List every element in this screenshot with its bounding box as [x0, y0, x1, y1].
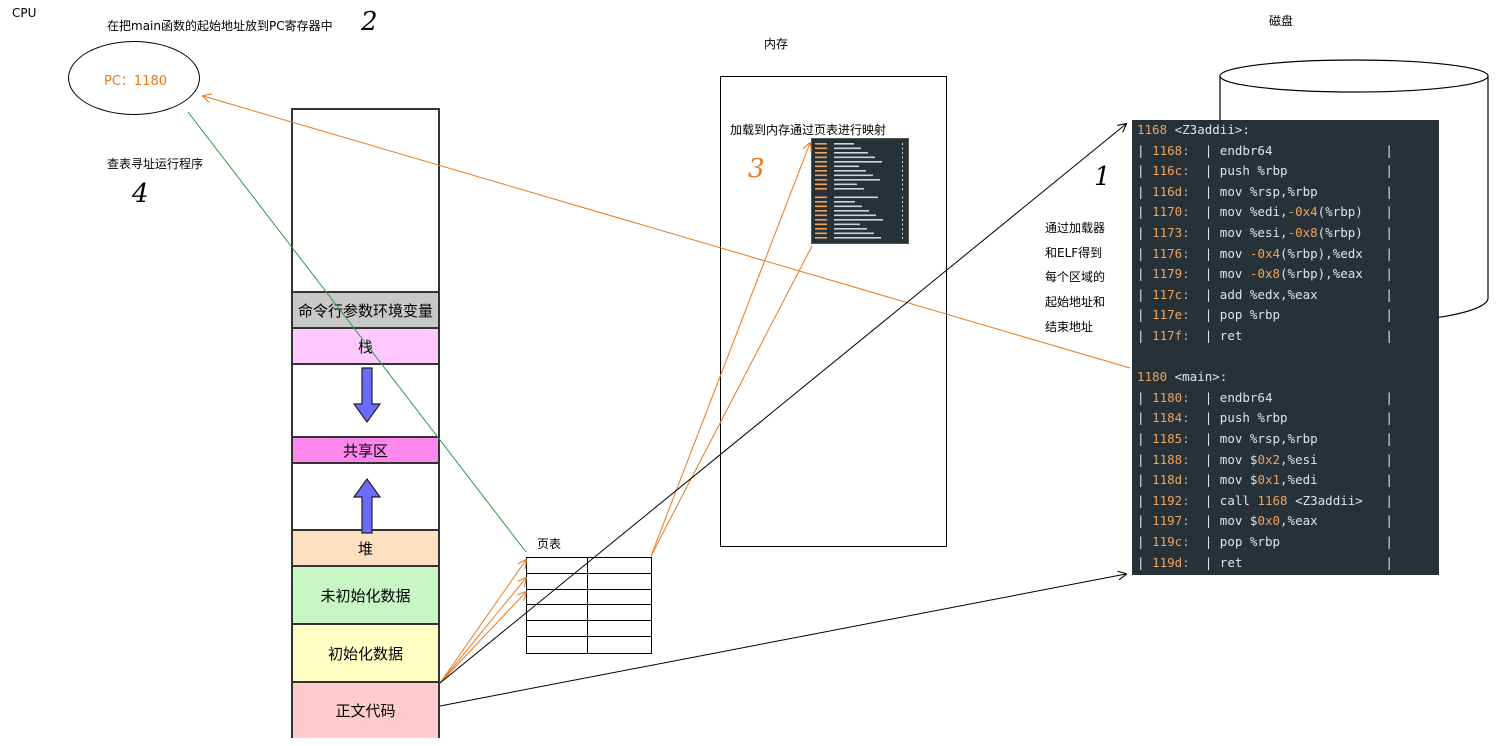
step2-text: 在把main函数的起始地址放到PC寄存器中 [107, 19, 333, 33]
address-space-column: 命令行参数环境变量栈共享区堆未初始化数据初始化数据正文代码 [291, 108, 440, 738]
code-row: | 1188: | mov $0x2,%esi | [1137, 451, 1393, 467]
page-table-cell [588, 621, 651, 638]
step3-text: 加载到内存通过页表进行映射 [730, 123, 887, 137]
segment-4: 共享区 [293, 436, 438, 462]
code-row: | 117f: | ret | [1137, 328, 1393, 343]
code-row: | 119c: | pop %rbp | [1137, 534, 1393, 549]
segment-0 [293, 110, 438, 291]
code-row: | 119d: | ret | [1137, 554, 1393, 570]
text-to-pagetable-arrow-1 [439, 560, 526, 684]
code-row: | 1184: | push %rbp | [1137, 410, 1393, 426]
page-table-cell [527, 589, 588, 606]
segment-2: 栈 [293, 327, 438, 363]
stack-grows-down-arrow [352, 367, 382, 424]
memory-label: 内存 [764, 37, 789, 51]
disassembly-panel: 1168 <Z3addii>: | 1168: | endbr64 | | 116c… [1132, 120, 1439, 575]
step1-line-5: 结束地址 [1045, 320, 1094, 334]
step1-line-4: 起始地址和 [1045, 295, 1106, 309]
page-table-cell [588, 574, 651, 590]
code-row: | 1176: | mov -0x4(%rbp),%edx | [1137, 245, 1393, 261]
segment-9: 正文代码 [293, 681, 438, 738]
step2-number: 2 [361, 7, 378, 37]
code-row: | 118d: | mov $0x1,%edi | [1137, 472, 1393, 488]
code-row: | 1168: | endbr64 | [1137, 142, 1393, 158]
step1-line-2: 和ELF得到 [1045, 246, 1103, 260]
code-row: | 1173: | mov %esi,-0x8(%rbp) | [1137, 225, 1393, 240]
code-row: | 1170: | mov %edi,-0x4(%rbp) | [1137, 204, 1393, 220]
code-row: | 116d: | mov %rsp,%rbp | [1137, 183, 1393, 199]
page-table-cell [527, 605, 588, 622]
cpu-label: CPU [12, 6, 37, 20]
segment-7: 未初始化数据 [293, 565, 438, 623]
page-table-cell [588, 605, 651, 622]
code-row: | 1185: | mov %rsp,%rbp | [1137, 431, 1393, 446]
mini-code-lines [815, 143, 903, 239]
heap-grows-up-arrow [352, 477, 382, 534]
step4-number: 4 [132, 179, 149, 209]
text-to-pagetable-arrow-3 [439, 592, 526, 684]
pc-register-ellipse [68, 41, 200, 115]
loaded-code-thumbnail [811, 138, 909, 244]
code-row: | 117c: | add %edx,%eax | [1137, 286, 1393, 302]
segment-8: 初始化数据 [293, 623, 438, 681]
step1-line-1: 通过加载器 [1045, 221, 1106, 235]
code-row: | 1197: | mov $0x0,%eax | [1137, 513, 1393, 529]
page-table-cell [527, 573, 588, 590]
page-table-cell [527, 637, 588, 653]
page-table-cell [527, 558, 588, 574]
step4-text: 查表寻址运行程序 [107, 157, 204, 171]
step3-number: 3 [748, 154, 765, 184]
disk-label: 磁盘 [1269, 14, 1294, 28]
step1-line-3: 每个区域的 [1045, 270, 1106, 284]
code-row: | 1192: | call 1168 <Z3addii> | [1137, 492, 1393, 508]
page-table-label: 页表 [537, 537, 562, 551]
code-header-0: 1168 <Z3addii>: [1137, 122, 1250, 137]
page-table-cell [588, 590, 651, 606]
page-table-cell [588, 637, 651, 653]
code-header-1: 1180 <main>: [1137, 369, 1228, 385]
code-row: | 117e: | pop %rbp | [1137, 307, 1393, 323]
page-table-cell [527, 621, 588, 638]
pc-value: PC：1180 [104, 74, 168, 89]
code-row: | 116c: | push %rbp | [1137, 163, 1393, 179]
page-table [526, 557, 652, 654]
segment-1: 命令行参数环境变量 [293, 291, 438, 327]
step1-number: 1 [1094, 162, 1111, 192]
code-row: | 1179: | mov -0x8(%rbp),%eax | [1137, 266, 1393, 282]
code-row: | 1180: | endbr64 | [1137, 389, 1393, 405]
page-table-cell [588, 558, 651, 574]
text-to-pagetable-arrow-2 [439, 578, 526, 684]
